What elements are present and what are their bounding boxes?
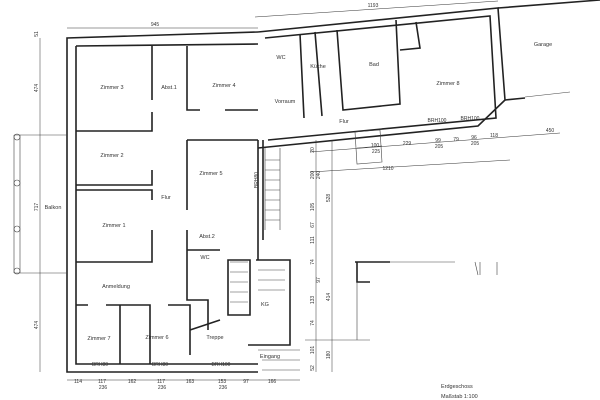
dimension-label: 1210 (382, 166, 393, 172)
dimension-label: 100 (371, 143, 380, 149)
room-label: Zimmer 8 (436, 81, 459, 87)
room-label: Zimmer 1 (102, 223, 125, 229)
room-label: WC (200, 255, 209, 261)
dimension-label: 52 (310, 365, 316, 371)
dimension-label: 99 (435, 138, 441, 144)
window-label: BRH100 (428, 118, 447, 124)
room-labels: Zimmer 3 Abst.1 Zimmer 4 WC Vorraum Küch… (45, 42, 553, 360)
dimension-label: 229 (403, 141, 412, 147)
room-label: Anmeldung (102, 284, 130, 290)
room-label: Zimmer 7 (87, 336, 110, 342)
dimension-label: 79 (453, 137, 459, 143)
dimension-label: 105 (310, 203, 316, 212)
room-label: Flur (161, 195, 171, 201)
dimension-label: 200 (310, 171, 316, 180)
walls (13, 0, 600, 373)
dimension-label: 118 (490, 133, 498, 139)
dimension-label: 97 (316, 277, 322, 283)
dimension-label: 20 (310, 147, 316, 153)
window-label: BRH80 (92, 362, 108, 368)
dimension-label: 101 (310, 346, 316, 355)
room-label: KG (261, 302, 269, 308)
dimension-label: 74 (310, 259, 316, 265)
dimension-label: 180 (326, 351, 332, 360)
dimension-label: 205 (471, 141, 480, 147)
dimension-label: 163 (186, 379, 195, 385)
room-label: Treppe (206, 335, 223, 341)
dimension-label: 236 (99, 385, 108, 391)
dimension-label: 97 (243, 379, 249, 385)
dimension-label: 528 (326, 194, 332, 203)
dimension-label: 133 (310, 296, 316, 305)
room-label: Bad (369, 62, 379, 68)
dimension-label: 162 (128, 379, 137, 385)
dimension-label: 114 (74, 379, 82, 385)
room-label: Balkon (45, 205, 62, 211)
dimension-label: 450 (546, 128, 555, 134)
room-label: WC (276, 55, 285, 61)
room-label: Eingang (260, 354, 280, 360)
dimension-label: 117 (98, 379, 106, 385)
room-label: Zimmer 6 (145, 335, 168, 341)
dimension-label: 205 (435, 144, 444, 150)
room-label: Küche (310, 64, 326, 70)
window-labels: BRH80 BRH100 BRH100 BRH80 BRH80 BRH100 (92, 116, 480, 368)
dimension-lines (39, 0, 561, 381)
dimension-label: 414 (326, 293, 332, 302)
dimension-label: 717 (34, 203, 40, 212)
dimension-label: 117 (157, 379, 165, 385)
dimension-label: 225 (372, 149, 381, 155)
dimension-label: 51 (34, 31, 40, 37)
room-label: Flur (339, 119, 349, 125)
window-label: BRH80 (152, 362, 168, 368)
dimension-label: 474 (34, 321, 40, 330)
scale-caption: Maßstab 1:100 (441, 394, 478, 400)
floor-caption: Erdgeschoss (441, 384, 473, 390)
dimension-labels: 945 1193 51 474 717 474 114 117 162 117 … (34, 3, 554, 391)
room-label: Garage (534, 42, 552, 48)
dimension-label: 945 (151, 22, 160, 28)
room-label: Zimmer 5 (199, 171, 222, 177)
dimension-label: 240 (316, 171, 322, 180)
dimension-label: 166 (268, 379, 277, 385)
dimension-label: 74 (310, 320, 316, 326)
dimension-label: 96 (471, 135, 477, 141)
dimension-label: 236 (219, 385, 228, 391)
dimension-label: 1193 (368, 3, 379, 9)
dimension-label: 111 (310, 236, 316, 244)
dimension-label: 474 (34, 84, 40, 93)
dimension-label: 236 (158, 385, 167, 391)
dimension-label: 67 (310, 222, 316, 228)
window-label: BRH80 (254, 172, 260, 188)
dimension-label: 153 (218, 379, 227, 385)
window-label: BRH100 (461, 116, 480, 122)
room-label: Vorraum (275, 99, 296, 105)
room-label: Abst.2 (199, 234, 215, 240)
room-label: Zimmer 4 (212, 83, 235, 89)
window-label: BRH100 (212, 362, 231, 368)
room-label: Abst.1 (161, 85, 177, 91)
room-label: Zimmer 3 (100, 85, 123, 91)
room-label: Zimmer 2 (100, 153, 123, 159)
